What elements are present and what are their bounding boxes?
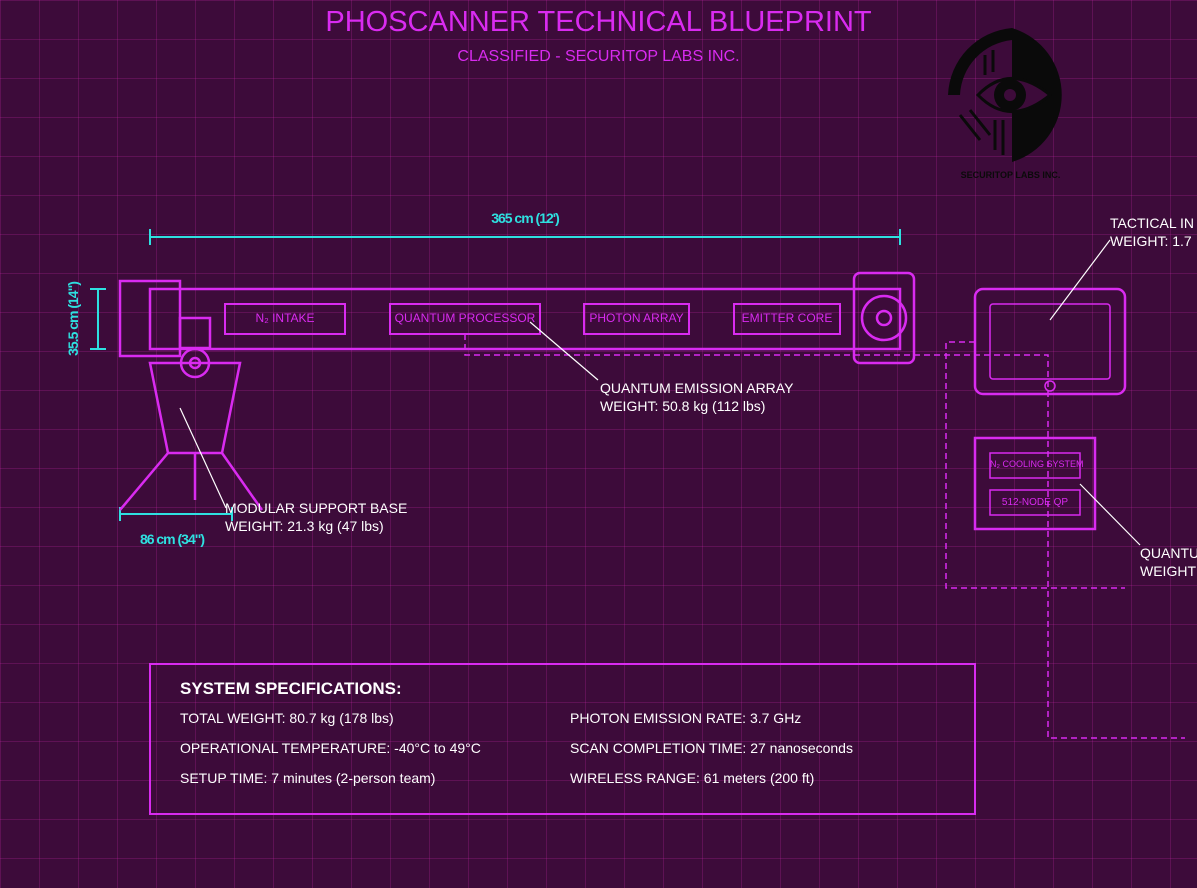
connection-wiring — [464, 334, 1185, 739]
logo-text: SECURITOP LABS INC. — [960, 170, 1061, 180]
spec-wireless-range: WIRELESS RANGE: 61 meters (200 ft) — [570, 770, 815, 786]
cooling-system-label: N₂ COOLING SYSTEM — [990, 459, 1084, 469]
tactical-callout-name: TACTICAL IN — [1110, 215, 1195, 231]
specs-title: SYSTEM SPECIFICATIONS: — [180, 679, 402, 698]
length-dimension-line — [149, 229, 901, 245]
emission-array-callout-weight: WEIGHT: 50.8 kg (112 lbs) — [600, 398, 766, 414]
n2-intake-label: N₂ INTAKE — [255, 311, 315, 325]
base-dimension-label: 86 cm (34") — [139, 531, 205, 547]
quantum-processor-label: QUANTUM PROCESSOR — [394, 311, 536, 325]
support-base — [119, 347, 264, 511]
spec-setup-time: SETUP TIME: 7 minutes (2-person team) — [180, 770, 436, 786]
specs-panel-frame — [149, 663, 976, 815]
callout-leaders — [179, 239, 1141, 546]
spec-scan-completion-time: SCAN COMPLETION TIME: 27 nanoseconds — [570, 740, 853, 756]
tactical-callout-weight: WEIGHT: 1.7 — [1110, 233, 1192, 249]
base-dimension-line — [119, 507, 233, 521]
photon-array-label: PHOTON ARRAY — [589, 311, 684, 325]
page-title: PHOSCANNER TECHNICAL BLUEPRINT — [325, 6, 872, 38]
height-dimension-line — [90, 288, 106, 350]
component-boxes — [224, 303, 841, 335]
page-subtitle: CLASSIFIED - SECURITOP LABS INC. — [457, 48, 740, 65]
emission-array-callout-name: QUANTUM EMISSION ARRAY — [600, 380, 794, 396]
spec-operational-temperature: OPERATIONAL TEMPERATURE: -40°C to 49°C — [180, 740, 481, 756]
spec-photon-emission-rate: PHOTON EMISSION RATE: 3.7 GHz — [570, 710, 802, 726]
emitter-core-label: EMITTER CORE — [741, 311, 833, 325]
support-base-callout-weight: WEIGHT: 21.3 kg (47 lbs) — [225, 518, 384, 534]
support-base-callout-name: MODULAR SUPPORT BASE — [225, 500, 408, 516]
quantum-callout-name: QUANTU — [1140, 545, 1197, 561]
length-dimension-label: 365 cm (12') — [491, 210, 560, 226]
tactical-interface — [973, 287, 1127, 396]
spec-total-weight: TOTAL WEIGHT: 80.7 kg (178 lbs) — [180, 710, 394, 726]
emission-array-body — [118, 271, 916, 365]
quantum-callout-weight: WEIGHT — [1140, 563, 1196, 579]
securitop-logo — [948, 28, 1062, 162]
cooling-module — [973, 436, 1097, 531]
qp-node-label: 512-NODE QP — [1001, 497, 1069, 508]
height-dimension-label: 35.5 cm (14") — [65, 282, 81, 356]
